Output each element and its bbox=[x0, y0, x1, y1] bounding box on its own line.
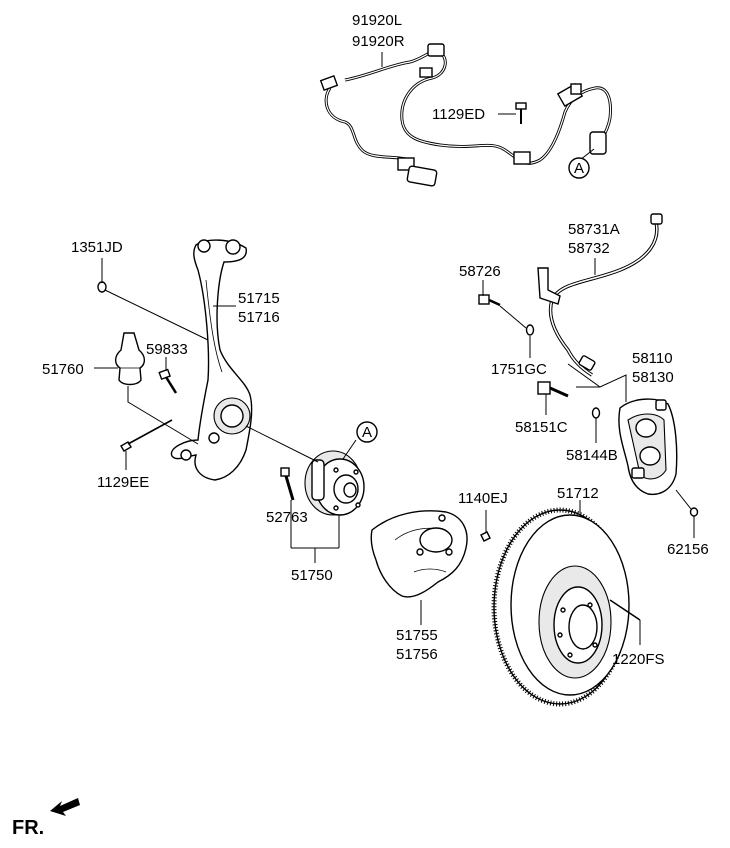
label-1140EJ: 1140EJ bbox=[458, 490, 508, 507]
dust-cover bbox=[370, 510, 468, 598]
label-51760: 51760 bbox=[42, 361, 84, 378]
label-58731A: 58731A bbox=[568, 221, 620, 238]
ball-joint bbox=[114, 332, 146, 386]
label-91920R: 91920R bbox=[352, 33, 405, 50]
fr-label: FR. bbox=[12, 817, 44, 839]
label-58130: 58130 bbox=[632, 369, 674, 386]
steering-knuckle bbox=[170, 239, 253, 481]
washer-1751GC bbox=[525, 324, 535, 336]
washer-58144B bbox=[591, 407, 601, 419]
hub-bearing bbox=[304, 450, 365, 516]
label-91920L: 91920L bbox=[352, 12, 402, 29]
label-ref-a-mid: A bbox=[362, 424, 372, 441]
screw-1140EJ bbox=[480, 531, 491, 542]
label-58726: 58726 bbox=[459, 263, 501, 280]
label-62156: 62156 bbox=[667, 541, 709, 558]
label-58151C: 58151C bbox=[515, 419, 568, 436]
hub-bolt bbox=[280, 467, 295, 501]
label-51715: 51715 bbox=[238, 290, 280, 307]
label-1351JD: 1351JD bbox=[71, 239, 123, 256]
bleeder-screw bbox=[689, 507, 699, 517]
label-51750: 51750 bbox=[291, 567, 333, 584]
brake-disc bbox=[491, 507, 630, 707]
label-1751GC: 1751GC bbox=[491, 361, 547, 378]
hose-bolt bbox=[478, 294, 501, 307]
label-59833: 59833 bbox=[146, 341, 188, 358]
label-1220FS: 1220FS bbox=[612, 651, 665, 668]
bolt-59833 bbox=[158, 368, 178, 394]
label-51755: 51755 bbox=[396, 627, 438, 644]
nut-1351JD bbox=[97, 281, 107, 293]
screw-1220FS bbox=[609, 599, 641, 621]
ref-marker-a-top bbox=[568, 157, 590, 179]
label-58110: 58110 bbox=[632, 350, 673, 367]
label-51712: 51712 bbox=[557, 485, 599, 502]
bolt-1129EE bbox=[120, 419, 173, 452]
front-arrow-icon bbox=[50, 798, 80, 816]
label-ref-a-top: A bbox=[574, 160, 584, 177]
label-1129EE: 1129EE bbox=[97, 474, 149, 491]
part-labels: 91920L 91920R 1129ED A 1351JD 51715 5171… bbox=[42, 12, 709, 668]
front-direction-marker: FR. bbox=[12, 798, 80, 839]
label-52763: 52763 bbox=[266, 509, 308, 526]
caliper-bolt bbox=[537, 381, 569, 398]
label-58144B: 58144B bbox=[566, 447, 618, 464]
ref-marker-a-mid bbox=[356, 421, 378, 443]
brake-caliper bbox=[618, 398, 678, 496]
brake-hose bbox=[537, 213, 663, 377]
label-1129ED: 1129ED bbox=[432, 106, 485, 123]
label-58732: 58732 bbox=[568, 240, 610, 257]
label-51716: 51716 bbox=[238, 309, 280, 326]
wheel-speed-sensor-harness bbox=[319, 43, 612, 187]
label-51756: 51756 bbox=[396, 646, 438, 663]
